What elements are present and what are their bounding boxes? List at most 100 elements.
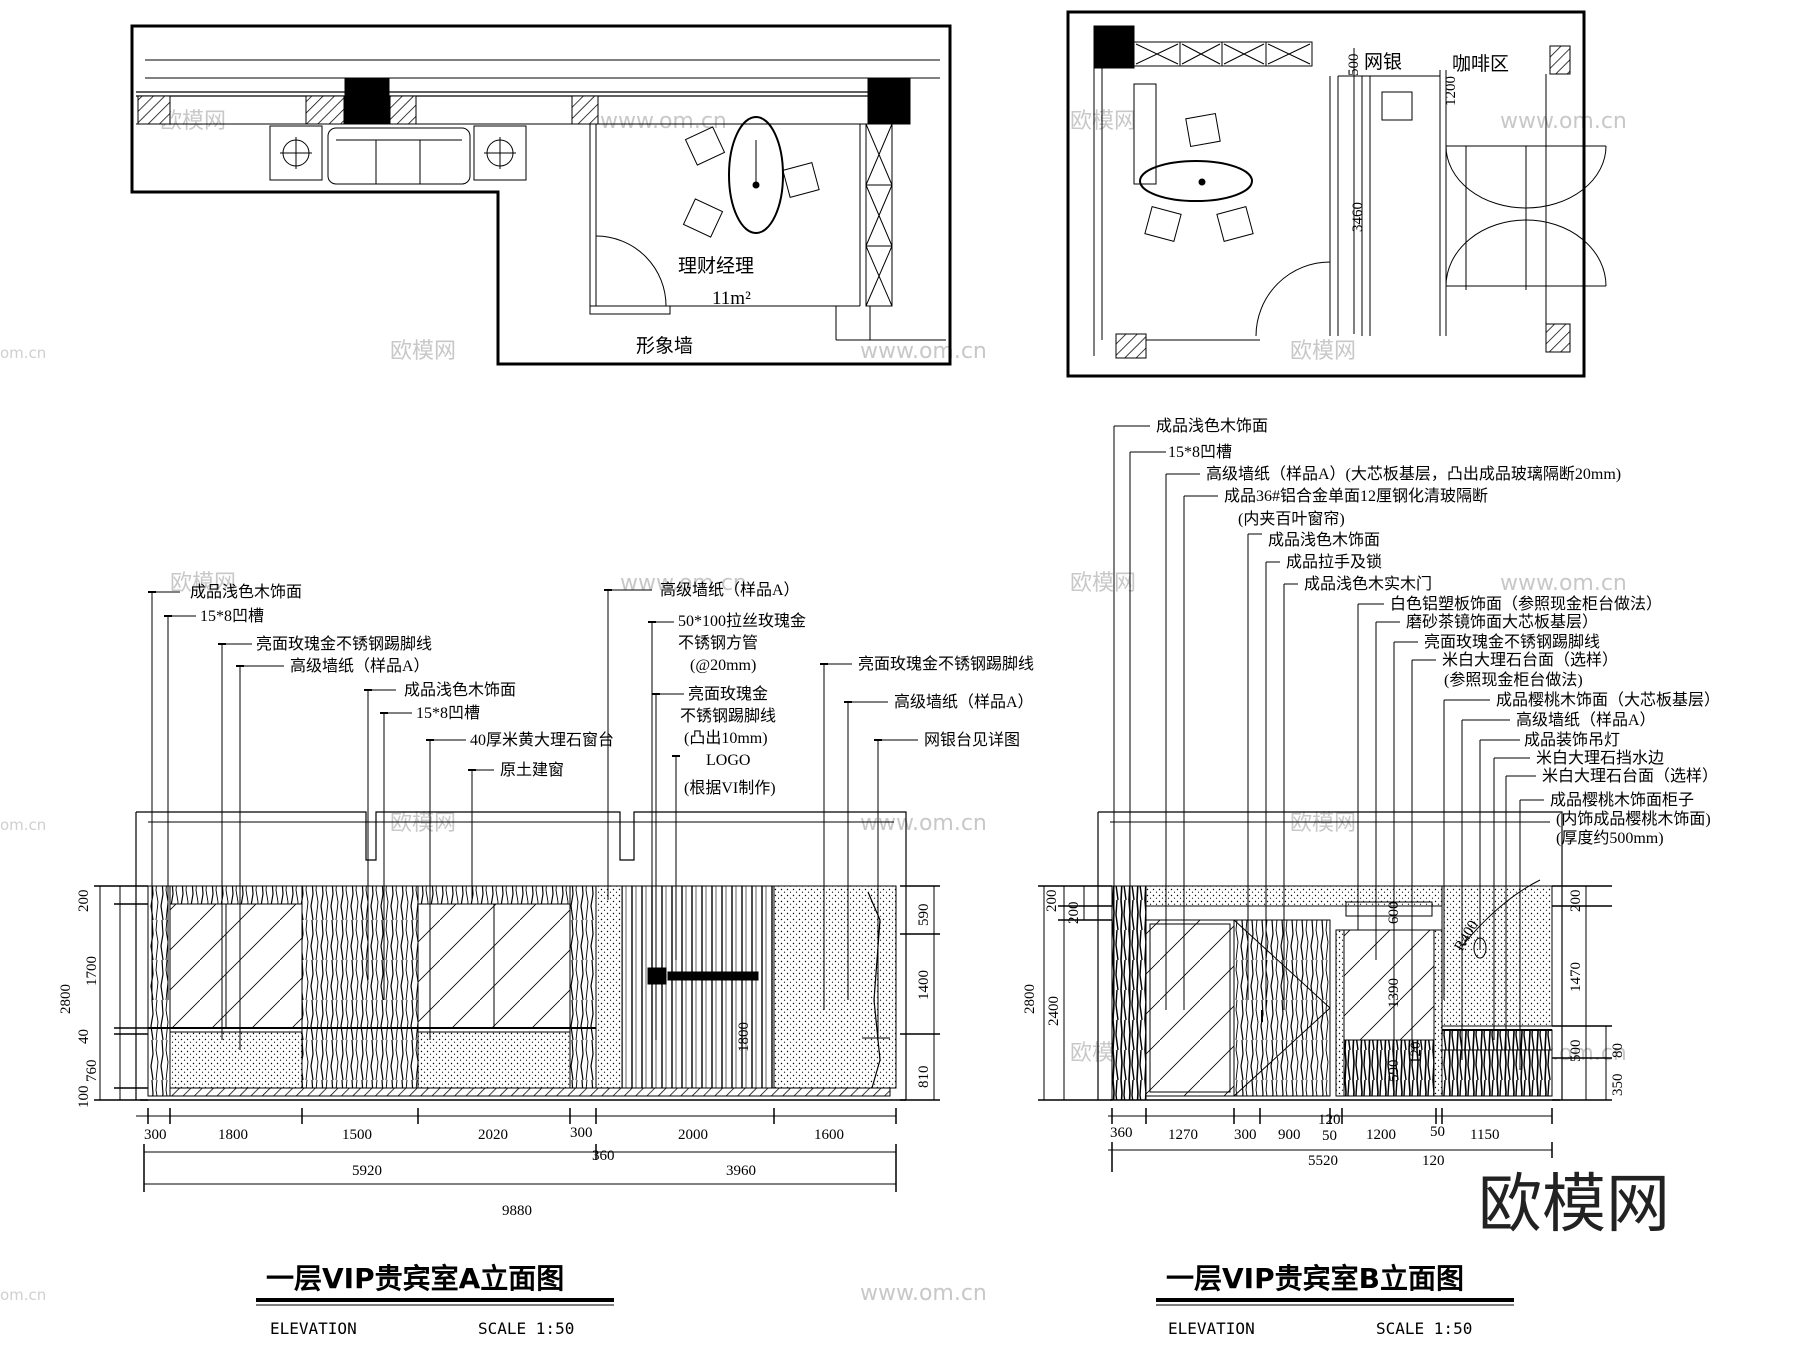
dim-b-bottom: 300 <box>1234 1127 1257 1143</box>
dim-b-inner: 590 <box>1386 1060 1402 1083</box>
callout-a: 15*8凹槽 <box>416 704 480 722</box>
callout-a: 高级墙纸（样品A） <box>290 657 430 675</box>
dim-b-left-top: 200 <box>1044 890 1060 913</box>
callout-a-mid: 不锈钢踢脚线 <box>680 707 776 725</box>
room-label-netbank: 网银 <box>1364 51 1402 73</box>
dim-b-right: 1470 <box>1568 962 1584 992</box>
room-label-coffee: 咖啡区 <box>1452 53 1509 75</box>
watermark: 欧模网 <box>390 339 456 364</box>
dim-a-left-total: 2800 <box>58 984 74 1014</box>
watermark: www.om.cn <box>1500 571 1627 596</box>
dim-a-sub: 360 <box>592 1148 615 1164</box>
callout-b: 高级墙纸（样品A）(大芯板基层，凸出成品玻璃隔断20mm) <box>1206 465 1621 483</box>
dim-a-bottom: 1800 <box>218 1127 248 1143</box>
dim-a-bottom: 1600 <box>814 1127 844 1143</box>
callout-a-right: 高级墙纸（样品A） <box>894 693 1034 711</box>
dim-a-bottom: 2000 <box>678 1127 708 1143</box>
elevation-b-scale: SCALE 1:50 <box>1376 1319 1472 1338</box>
callout-a-mid: 不锈钢方管 <box>678 634 758 652</box>
dim-b-bottom: 900 <box>1278 1127 1301 1143</box>
callout-b: 成品浅色木饰面 <box>1268 531 1380 549</box>
callout-b: 成品樱桃木饰面（大芯板基层） <box>1496 691 1720 709</box>
watermark: om.cn <box>0 816 46 834</box>
room-area-label: 11m² <box>712 288 751 309</box>
dim-b-bottom: 1200 <box>1366 1127 1396 1143</box>
dim-a-total: 3960 <box>726 1163 756 1179</box>
dim-b-bottom: 1150 <box>1470 1127 1499 1143</box>
callout-a: 亮面玫瑰金不锈钢踢脚线 <box>256 635 432 653</box>
watermark: www.om.cn <box>860 1281 987 1306</box>
floor-plan-left <box>130 24 952 366</box>
dim-b-bottom: 50 <box>1322 1128 1337 1144</box>
dim-a-left: 100 <box>76 1086 92 1109</box>
brand-logo: 欧模网 <box>1478 1168 1670 1242</box>
dim-a-bottom: 300 <box>570 1125 593 1141</box>
callout-b: 成品浅色木实木门 <box>1304 575 1432 593</box>
dim-b-bottom: 50 <box>1430 1124 1445 1140</box>
dim-b-bottom: 1270 <box>1168 1127 1198 1143</box>
dim-b-total: 5520 <box>1308 1153 1338 1169</box>
dim-b-right: 500 <box>1568 1040 1584 1063</box>
elevation-a-drawing <box>94 589 940 1192</box>
callout-b: (参照现金柜台做法) <box>1444 671 1583 689</box>
elevation-a-subtitle: ELEVATION <box>270 1319 357 1338</box>
callout-a: 15*8凹槽 <box>200 607 264 625</box>
dim-a-bottom: 1500 <box>342 1127 372 1143</box>
dim-b-extra: 120 <box>1422 1153 1445 1169</box>
callout-a-mid: 亮面玫瑰金 <box>688 685 768 703</box>
watermark: www.om.cn <box>1500 109 1627 134</box>
elevation-b-subtitle: ELEVATION <box>1168 1319 1255 1338</box>
callout-b: 成品36#铝合金单面12厘钢化清玻隔断 <box>1224 487 1488 505</box>
callout-b: 米白大理石台面（选样） <box>1542 767 1718 785</box>
callout-b: 成品樱桃木饰面柜子 <box>1550 791 1694 809</box>
dim-a-total: 5920 <box>352 1163 382 1179</box>
callout-a-right: 网银台见详图 <box>924 731 1020 749</box>
dim-a-right: 810 <box>916 1066 932 1089</box>
watermark: 欧模网 <box>390 811 456 836</box>
callout-b: (内夹百叶窗帘) <box>1238 510 1345 528</box>
dim-a-bottom: 300 <box>144 1127 167 1143</box>
callout-b: 亮面玫瑰金不锈钢踢脚线 <box>1424 633 1600 651</box>
watermark: www.om.cn <box>860 339 987 364</box>
elevation-b-drawing <box>1038 425 1612 1172</box>
callout-a: 成品浅色木饰面 <box>404 681 516 699</box>
callout-a-mid: 高级墙纸（样品A） <box>660 581 800 599</box>
callout-b: (厚度约500mm) <box>1556 829 1664 847</box>
plan-dim: 500 <box>1346 54 1362 77</box>
elevation-b-title: 一层VIP贵宾室B立面图 <box>1166 1262 1464 1295</box>
watermark: www.om.cn <box>620 571 747 596</box>
dim-a-left: 200 <box>76 890 92 913</box>
callout-b: 成品装饰吊灯 <box>1524 731 1620 749</box>
callout-b: 米白大理石挡水边 <box>1536 749 1664 767</box>
callout-a: 成品浅色木饰面 <box>190 583 302 601</box>
watermark: 欧模网 <box>1070 571 1136 596</box>
callout-b: 高级墙纸（样品A） <box>1516 711 1656 729</box>
elevation-a-scale: SCALE 1:50 <box>478 1319 574 1338</box>
watermark: 欧模网 <box>1290 811 1356 836</box>
callout-a-mid: (@20mm) <box>690 657 756 674</box>
dim-a-right: 1400 <box>916 970 932 1000</box>
floor-plan-right <box>1066 10 1607 378</box>
callout-a-mid: (根据VI制作) <box>684 779 776 797</box>
callout-b: 成品拉手及锁 <box>1286 553 1382 571</box>
callout-a-mid: LOGO <box>706 752 750 769</box>
dim-a-right: 590 <box>916 904 932 927</box>
dim-a-left: 1700 <box>84 956 100 986</box>
dim-b-left-inner: 2400 <box>1046 996 1062 1026</box>
watermark: 欧模网 <box>1070 109 1136 134</box>
watermark: om.cn <box>0 1286 46 1304</box>
dim-b-right: 80 <box>1610 1043 1626 1058</box>
callout-b: 磨砂茶镜饰面大芯板基层） <box>1406 612 1598 631</box>
watermark: www.om.cn <box>600 109 727 134</box>
callout-a: 原土建窗 <box>500 761 564 779</box>
dim-b-left-outer: 2800 <box>1022 984 1038 1014</box>
watermark: www.om.cn <box>860 811 987 836</box>
dim-b-inner: 120 <box>1408 1042 1424 1065</box>
dim-b-bottom: 360 <box>1110 1125 1133 1141</box>
callout-a-right: 亮面玫瑰金不锈钢踢脚线 <box>858 655 1034 673</box>
dim-a-grand-total: 9880 <box>502 1203 532 1219</box>
callout-b: (内饰成品樱桃木饰面) <box>1556 810 1711 828</box>
watermark: 欧模网 <box>170 571 236 596</box>
callout-b: 成品浅色木饰面 <box>1156 417 1268 435</box>
